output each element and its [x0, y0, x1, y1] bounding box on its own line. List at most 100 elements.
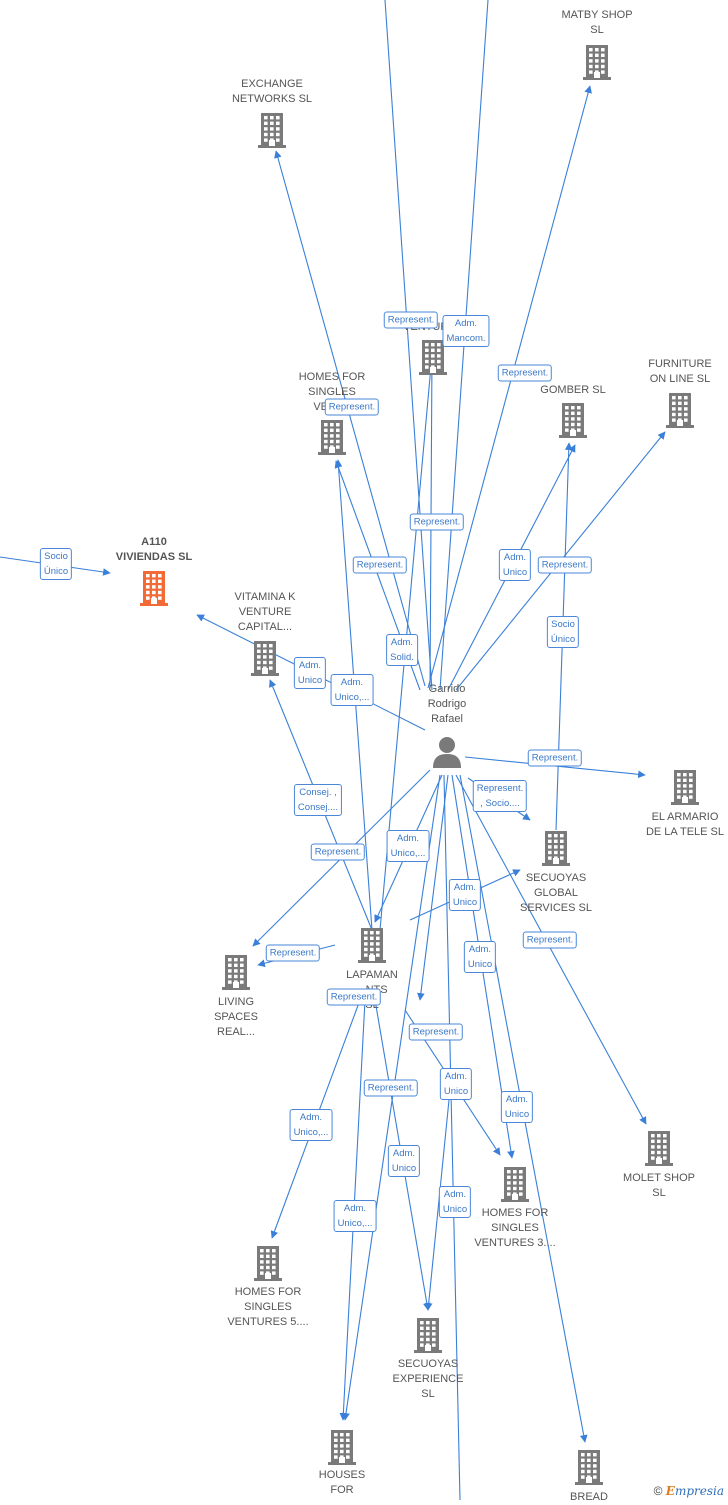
- relation-tag[interactable]: Represent.: [497, 364, 553, 382]
- relation-tag-line: Represent.: [269, 947, 317, 959]
- relation-edge: [417, 774, 449, 1001]
- relation-tag-line: Represent.: [314, 846, 362, 858]
- building-icon[interactable]: [559, 402, 587, 438]
- company-label-line: SINGLES: [308, 386, 356, 398]
- relation-tag[interactable]: Adm.Unico,...: [289, 1109, 333, 1141]
- copyright-footer: © Empresia: [654, 1484, 724, 1498]
- building-icon[interactable]: [671, 769, 699, 805]
- relation-tag-line: Adm.: [343, 1203, 367, 1214]
- empresia-logo[interactable]: Empresia: [666, 1484, 724, 1498]
- relation-tag-line: Represent.: [330, 991, 378, 1003]
- company-label-line: EXPERIENCE: [392, 1373, 464, 1385]
- building-icon[interactable]: [254, 1245, 282, 1281]
- logo-initial: E: [665, 1484, 675, 1498]
- relation-tag[interactable]: Represent.: [527, 749, 583, 767]
- relation-tag[interactable]: Adm.Unico: [438, 1186, 472, 1218]
- relation-tag[interactable]: Adm.Unico: [463, 941, 497, 973]
- building-icon[interactable]: [358, 927, 386, 963]
- relation-tag[interactable]: Adm.Unico: [448, 879, 482, 911]
- relation-tag-line: Represent.: [367, 1082, 415, 1094]
- company-label-line: ON LINE SL: [649, 373, 711, 385]
- relation-tag[interactable]: Represent.: [324, 398, 380, 416]
- relation-tag-line: Único: [43, 566, 69, 577]
- relation-tag-line: Unico: [443, 1086, 469, 1097]
- relation-edge: [455, 774, 647, 1125]
- relation-tag[interactable]: Represent.: [537, 556, 593, 574]
- company-label-line: SERVICES SL: [520, 902, 592, 914]
- relation-tag-line: Represent.: [356, 559, 404, 571]
- relation-edge: [443, 774, 461, 1500]
- company-label-line: DE LA TELE SL: [645, 826, 725, 838]
- relation-tag-line: Adm.: [443, 1189, 467, 1200]
- relation-tag[interactable]: Adm.Unico,...: [330, 674, 374, 706]
- company-label-line: GOMBER SL: [540, 384, 606, 396]
- relation-edge: [427, 85, 592, 689]
- relation-tag[interactable]: Represent.: [310, 843, 366, 861]
- relation-tag[interactable]: Consej. ,Consej....: [293, 784, 343, 816]
- building-icon[interactable]: [583, 44, 611, 80]
- relation-tag[interactable]: Adm.Unico,...: [386, 830, 430, 862]
- relation-tag[interactable]: Represent.: [363, 1079, 419, 1097]
- person-icon[interactable]: [432, 736, 462, 768]
- building-icon[interactable]: [258, 112, 286, 148]
- building-icon[interactable]: [501, 1166, 529, 1202]
- relation-tag[interactable]: Represent.: [522, 931, 578, 949]
- relation-tag[interactable]: Adm.Unico: [439, 1068, 473, 1100]
- relation-tag[interactable]: Adm.Unico: [387, 1145, 421, 1177]
- relation-tag[interactable]: Represent.: [409, 513, 465, 531]
- company-label-line: HOMES FOR: [481, 1207, 549, 1219]
- building-icon[interactable]: [419, 339, 447, 375]
- building-icon[interactable]: [318, 419, 346, 455]
- building-icon[interactable]: [666, 392, 694, 428]
- company-label-line: SINGLES: [491, 1222, 539, 1234]
- company-label[interactable]: GOMBER SL: [513, 383, 633, 398]
- company-label-line: SL: [590, 24, 604, 36]
- relation-tag-line: Consej. ,: [299, 787, 337, 798]
- company-label-line: VENTURES 5....: [227, 1316, 309, 1328]
- relation-tag[interactable]: Represent.: [265, 944, 321, 962]
- relation-tag[interactable]: Adm.Unico: [500, 1091, 534, 1123]
- relation-tag[interactable]: Adm.Unico,...: [333, 1200, 377, 1232]
- building-icon[interactable]: [251, 640, 279, 676]
- relation-tag[interactable]: Represent., Socio....: [472, 780, 528, 812]
- building-icon[interactable]: [542, 830, 570, 866]
- relation-tag[interactable]: Adm.Mancom.: [442, 315, 490, 347]
- relation-tag[interactable]: Adm.Solid.: [386, 634, 418, 666]
- relation-tag[interactable]: Adm.Unico: [293, 657, 327, 689]
- company-label[interactable]: BREAD: [529, 1490, 649, 1505]
- building-icon[interactable]: [140, 570, 168, 606]
- relation-tag-line: Adm.: [503, 552, 527, 563]
- relation-tag[interactable]: Represent.: [408, 1023, 464, 1041]
- building-icon[interactable]: [575, 1449, 603, 1485]
- relation-tag[interactable]: Represent.: [326, 988, 382, 1006]
- building-icon[interactable]: [645, 1130, 673, 1166]
- company-label-line: EL ARMARIO: [651, 811, 719, 823]
- relation-tag-line: Adm.: [298, 660, 322, 671]
- building-icon[interactable]: [328, 1429, 356, 1465]
- relation-tag[interactable]: Represent.: [352, 556, 408, 574]
- company-label[interactable]: EL ARMARIO DE LA TELE SL: [625, 810, 728, 840]
- building-icon[interactable]: [222, 954, 250, 990]
- relation-tag-line: Adm.: [468, 944, 492, 955]
- relation-tag-line: Represent.: [328, 401, 376, 413]
- building-icon[interactable]: [414, 1317, 442, 1353]
- company-label-line: LIVING: [217, 996, 255, 1008]
- relation-tag[interactable]: Adm.Unico: [498, 549, 532, 581]
- relation-tag-line: Represent.: [501, 367, 549, 379]
- relation-tag[interactable]: Represent.: [383, 311, 439, 329]
